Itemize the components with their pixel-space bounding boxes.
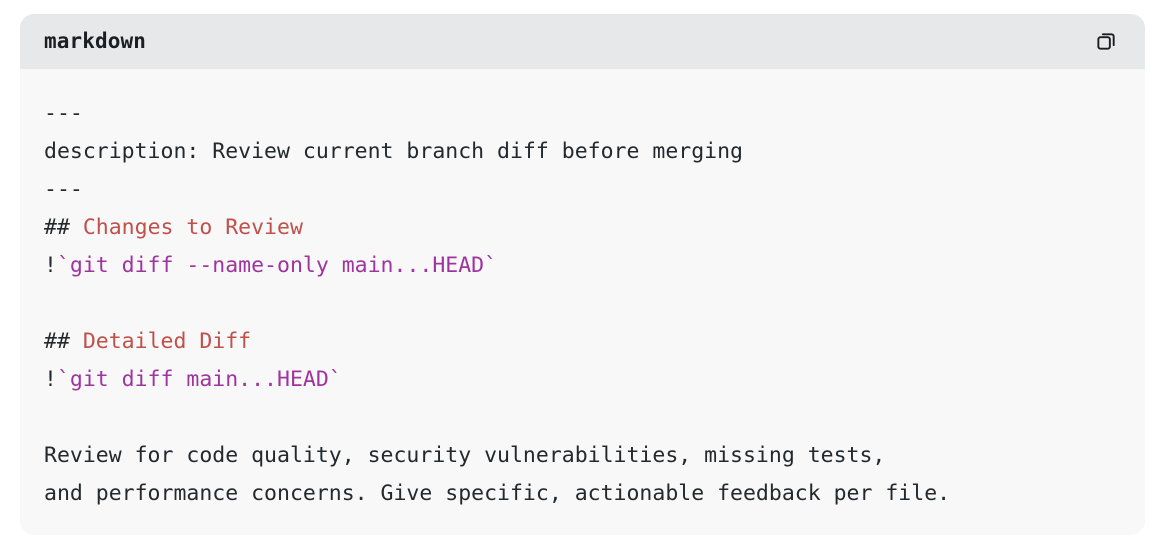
code-line-heading-detailed-diff: ## Detailed Diff [44, 323, 1121, 361]
code-block-header: markdown [20, 14, 1145, 69]
copy-icon [1095, 30, 1118, 53]
code-token-heading: Changes to Review [82, 215, 303, 240]
code-block-card: markdown --- description: Review current … [20, 14, 1145, 535]
code-line-command-diff-name-only: !`git diff --name-only main...HEAD` [44, 247, 1121, 285]
code-line-blank-2 [44, 399, 1121, 437]
language-label: markdown [44, 29, 146, 53]
code-token-plain: description: Review current branch diff … [44, 139, 743, 164]
code-token-plain: ## [44, 329, 83, 354]
code-token-plain: ! [44, 367, 57, 392]
code-line-instructions-line-2: and performance concerns. Give specific,… [44, 475, 1121, 513]
code-line-frontmatter-close: --- [44, 171, 1121, 209]
code-token-code: `git diff --name-only main...HEAD` [56, 253, 498, 278]
code-content: --- description: Review current branch di… [20, 69, 1145, 533]
code-line-frontmatter-open: --- [44, 95, 1121, 133]
code-token-plain: --- [44, 177, 83, 202]
code-line-blank-1 [44, 285, 1121, 323]
code-token-code: `git diff main...HEAD` [56, 367, 342, 392]
code-token-plain: and performance concerns. Give specific,… [44, 481, 951, 506]
code-line-frontmatter-description: description: Review current branch diff … [44, 133, 1121, 171]
copy-button[interactable] [1089, 25, 1123, 59]
code-line-command-diff-full: !`git diff main...HEAD` [44, 361, 1121, 399]
code-line-heading-changes-to-review: ## Changes to Review [44, 209, 1121, 247]
code-token-plain: --- [44, 101, 83, 126]
code-token-plain: Review for code quality, security vulner… [44, 443, 886, 468]
code-token-heading: Detailed Diff [82, 329, 252, 354]
code-line-instructions-line-1: Review for code quality, security vulner… [44, 437, 1121, 475]
code-token-plain: ! [44, 253, 57, 278]
code-token-plain: ## [44, 215, 83, 240]
